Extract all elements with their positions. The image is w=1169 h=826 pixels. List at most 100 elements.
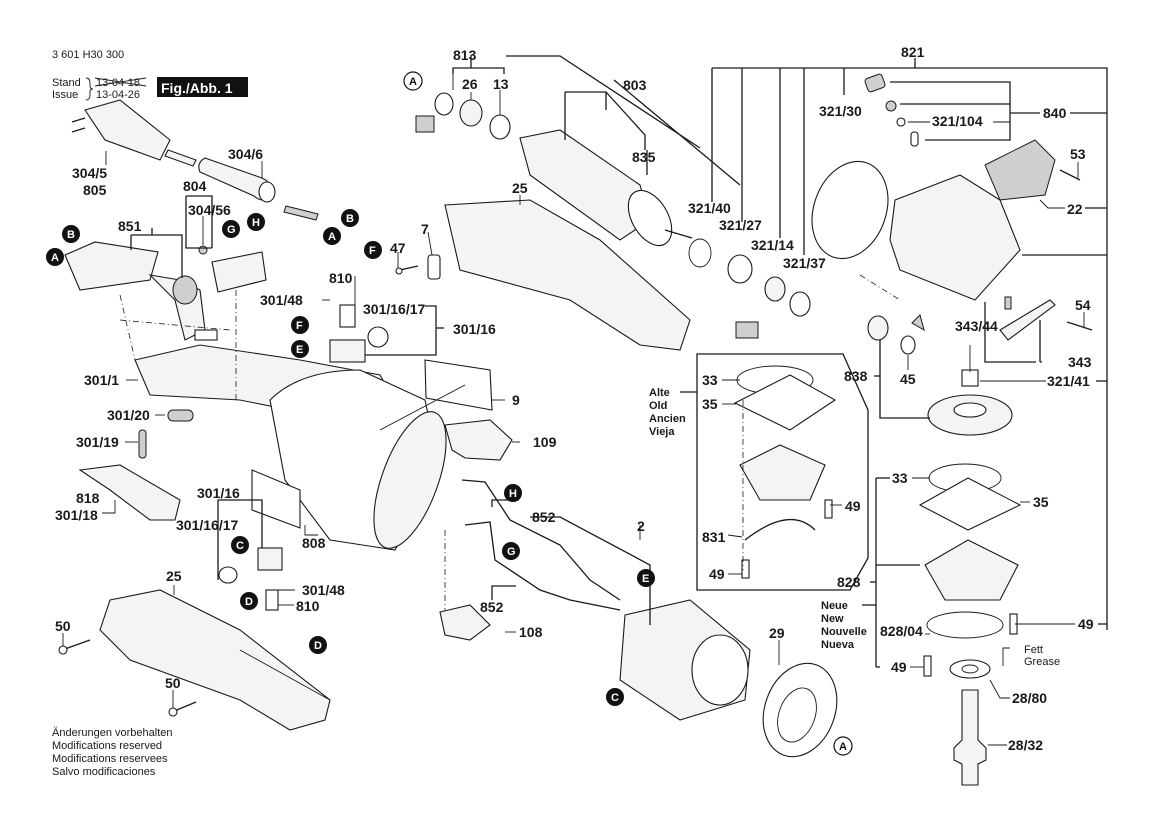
connector-marker-c: C: [606, 688, 624, 706]
connector-marker-a: A: [403, 71, 423, 91]
variant-new-note: Neue New Nouvelle Nueva: [821, 600, 867, 651]
figure-label: Fig./Abb. 1: [161, 80, 233, 96]
screw-49-new-b: [923, 655, 932, 677]
part-label-805: 805: [83, 182, 107, 198]
bearing-flange-new: [924, 539, 1019, 601]
part-label-25-top: 25: [512, 180, 528, 196]
svg-text:A: A: [409, 76, 417, 88]
part-label-301-20: 301/20: [107, 407, 150, 423]
part-label-321-37: 321/37: [783, 255, 826, 271]
svg-text:D: D: [314, 640, 322, 652]
part-label-828-04: 828/04: [880, 623, 923, 639]
part-label-2: 2: [637, 518, 645, 534]
o-ring-321-104: [896, 117, 906, 127]
screw-47: [399, 265, 419, 271]
part-label-13: 13: [493, 76, 509, 92]
issue-label: Issue: [52, 89, 78, 101]
variant-old-note: Alte Old Ancien Vieja: [649, 387, 686, 438]
part-labels: 813 26 13 803 835 821 321/30 321/104 840…: [55, 44, 1094, 753]
connector-marker-g: G: [222, 220, 240, 238]
gasket-35-new: [918, 477, 1022, 531]
part-label-304-5: 304/5: [72, 165, 107, 181]
leader-lines: [62, 55, 1108, 746]
parts-drawing: [58, 73, 1093, 786]
part-label-818: 818: [76, 490, 100, 506]
part-label-50-b: 50: [165, 675, 181, 691]
part-label-33-old: 33: [702, 372, 718, 388]
svg-text:A: A: [51, 252, 59, 264]
connector-marker-a: A: [46, 248, 64, 266]
part-label-852-a: 852: [532, 509, 556, 525]
stand-label: Stand: [52, 77, 81, 89]
connector-marker-h: H: [247, 213, 265, 231]
cable-852-a: [461, 479, 621, 601]
svg-text:H: H: [252, 217, 260, 229]
svg-text:F: F: [296, 320, 303, 332]
brush-spring-top: [367, 326, 389, 348]
part-label-343: 343: [1068, 354, 1092, 370]
label-sheet-9: [424, 359, 493, 411]
old-variant-frame: [696, 353, 869, 591]
cap-22: [984, 139, 1056, 201]
part-label-321-30: 321/30: [819, 103, 862, 119]
gear-housing-25: [444, 199, 691, 351]
svg-text:A: A: [328, 231, 336, 243]
part-label-301-16-bottom: 301/16: [197, 485, 240, 501]
part-label-304-56: 304/56: [188, 202, 231, 218]
sleeve-end: [258, 181, 276, 203]
bushing-321-41: [961, 369, 979, 387]
part-label-835: 835: [632, 149, 656, 165]
part-label-840: 840: [1043, 105, 1067, 121]
svg-text:A: A: [839, 741, 847, 753]
part-label-26: 26: [462, 76, 478, 92]
part-label-813: 813: [453, 47, 477, 63]
part-label-301-18: 301/18: [55, 507, 98, 523]
svg-text:H: H: [509, 488, 517, 500]
svg-text:G: G: [507, 546, 516, 558]
part-label-49-old-b: 49: [709, 566, 725, 582]
part-label-321-14: 321/14: [751, 237, 794, 253]
brush-holder-bottom: [257, 547, 283, 571]
part-label-828: 828: [837, 574, 861, 590]
variant-old-line: Alte: [649, 387, 670, 399]
part-label-301-1: 301/1: [84, 372, 119, 388]
part-label-803: 803: [623, 77, 647, 93]
armature-835: [519, 129, 693, 247]
part-label-9: 9: [512, 392, 520, 408]
switch-lever: [78, 464, 181, 521]
lock-pin: [910, 131, 919, 147]
part-label-838: 838: [844, 368, 868, 384]
connector-marker-f: F: [364, 241, 382, 259]
variant-new-line: New: [821, 613, 844, 625]
cable-clamp: [283, 205, 319, 221]
variant-old-line: Old: [649, 400, 667, 412]
screw-304-56: [198, 245, 208, 255]
screw-49-old-a: [824, 499, 833, 519]
screw-54: [1066, 321, 1093, 331]
grease-note-line: Grease: [1024, 656, 1060, 668]
motor-housing: [134, 344, 447, 551]
part-label-35-new: 35: [1033, 494, 1049, 510]
cable-852-b: [464, 521, 621, 611]
seal-321-37: [789, 291, 811, 317]
connector-marker-e: E: [291, 340, 309, 358]
part-label-321-104: 321/104: [932, 113, 983, 129]
part-label-22: 22: [1067, 201, 1083, 217]
brush-spring-bottom: [218, 566, 238, 584]
bearing-flange-old: [739, 444, 826, 501]
part-label-49-new-a: 49: [1078, 616, 1094, 632]
part-label-321-41: 321/41: [1047, 373, 1090, 389]
connector-marker-f: F: [291, 316, 309, 334]
handle-25: [99, 589, 331, 731]
snap-ring-321-40: [688, 238, 712, 268]
variant-new-line: Neue: [821, 600, 848, 612]
spindle-28-32: [953, 689, 987, 786]
part-label-301-16-top: 301/16: [453, 321, 496, 337]
bearing-321-14: [764, 276, 786, 302]
part-label-49-old-a: 49: [845, 498, 861, 514]
svg-text:C: C: [611, 692, 619, 704]
spring-343-44: [1004, 296, 1012, 310]
part-label-301-16-17-bottom: 301/16/17: [176, 517, 238, 533]
washer-28-80: [949, 659, 991, 679]
part-label-28-80: 28/80: [1012, 690, 1047, 706]
